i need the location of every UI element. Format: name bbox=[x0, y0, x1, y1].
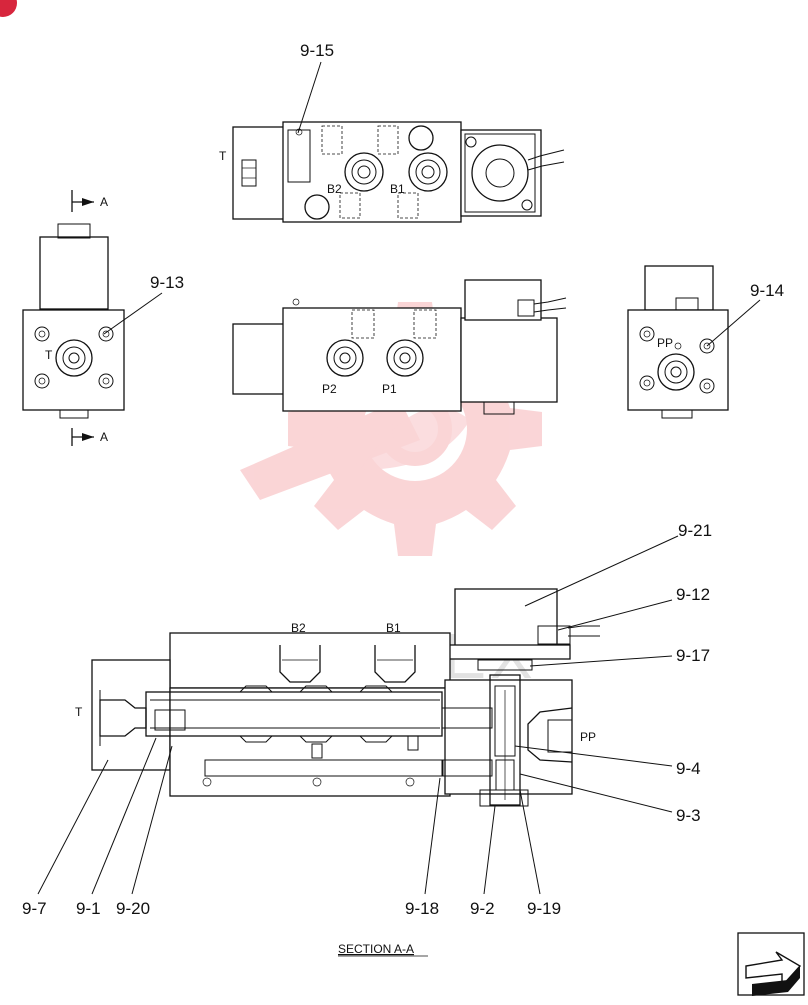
port-label-t-section: T bbox=[75, 705, 83, 719]
callout-9-1: 9-1 bbox=[76, 899, 101, 918]
red-corner-badge-icon bbox=[0, 0, 17, 17]
callout-labels: 9-15 9-13 9-14 9-21 9-12 9-17 9-4 9-3 9-… bbox=[22, 41, 784, 918]
port-label-t-left: T bbox=[45, 348, 53, 362]
section-marker-bottom: A bbox=[100, 430, 108, 444]
section-title: SECTION A-A bbox=[338, 942, 414, 956]
left-end-view: A A T bbox=[22, 190, 125, 446]
callout-9-19: 9-19 bbox=[527, 899, 561, 918]
callout-9-13: 9-13 bbox=[150, 273, 184, 292]
top-view: T B2 B1 bbox=[219, 121, 565, 223]
port-label-p1: P1 bbox=[382, 382, 397, 396]
callout-9-15: 9-15 bbox=[300, 41, 334, 60]
port-label-b2-section: B2 bbox=[291, 621, 306, 635]
callout-9-18: 9-18 bbox=[405, 899, 439, 918]
port-label-b1-section: B1 bbox=[386, 621, 401, 635]
front-view: P2 P1 bbox=[232, 279, 567, 415]
right-end-view: PP bbox=[627, 265, 729, 419]
callout-9-14: 9-14 bbox=[750, 281, 784, 300]
port-label-p2: P2 bbox=[322, 382, 337, 396]
port-label-b1-top: B1 bbox=[390, 182, 405, 196]
section-marker-top: A bbox=[100, 195, 108, 209]
next-page-arrow-icon[interactable] bbox=[737, 932, 805, 996]
callout-9-12: 9-12 bbox=[676, 585, 710, 604]
section-view: T B2 B1 PP bbox=[75, 588, 600, 807]
callout-9-2: 9-2 bbox=[470, 899, 495, 918]
port-label-b2-top: B2 bbox=[327, 182, 342, 196]
port-label-pp-right: PP bbox=[657, 336, 673, 350]
callout-9-17: 9-17 bbox=[676, 646, 710, 665]
callout-9-7: 9-7 bbox=[22, 899, 47, 918]
leader-lines bbox=[37, 61, 761, 895]
callout-9-4: 9-4 bbox=[676, 759, 701, 778]
callout-9-20: 9-20 bbox=[116, 899, 150, 918]
port-label-pp-section: PP bbox=[580, 730, 596, 744]
callout-9-21: 9-21 bbox=[678, 521, 712, 540]
port-label-t-top: T bbox=[219, 149, 227, 163]
callout-9-3: 9-3 bbox=[676, 806, 701, 825]
